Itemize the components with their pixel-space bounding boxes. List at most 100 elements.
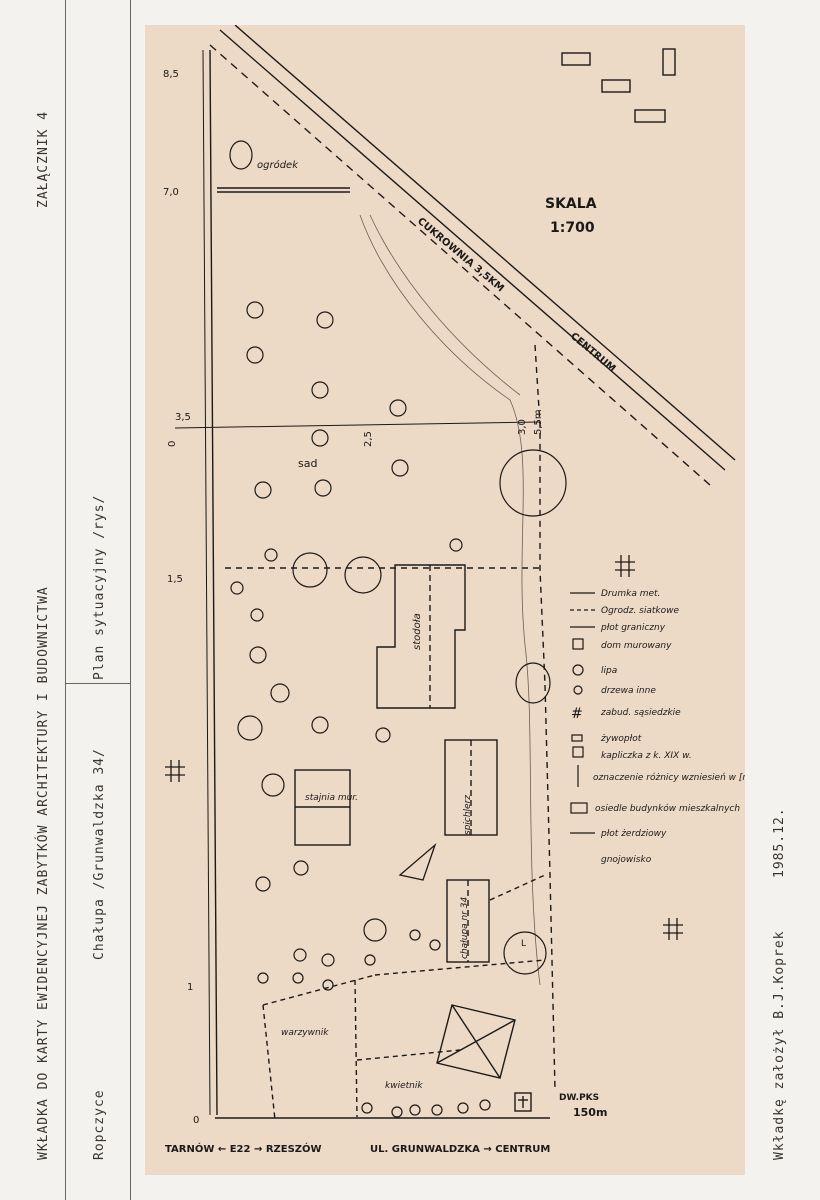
elevation-line xyxy=(174,421,541,429)
tree-icon xyxy=(237,715,263,741)
location-name: Ropczyce xyxy=(92,1089,107,1160)
site-plan: SKALA 1:700 ogródek sad stodoła spichler… xyxy=(163,24,755,1155)
object-name: Chałupa /Grunwaldzka 34/ xyxy=(92,748,107,960)
cottage-label: chałupa nr 34 xyxy=(460,896,470,959)
tree-icon xyxy=(391,459,409,477)
tree-icon xyxy=(293,860,309,876)
svg-text:3,5: 3,5 xyxy=(175,412,191,423)
mesh-fence xyxy=(262,974,376,1006)
path xyxy=(369,214,521,396)
svg-text:3,0: 3,0 xyxy=(517,419,528,435)
north-arrow-icon xyxy=(398,842,437,881)
svg-text:Drumka met.: Drumka met. xyxy=(601,589,660,599)
svg-text:Ogrodz. siatkowe: Ogrodz. siatkowe xyxy=(601,606,679,616)
orchard-label: sad xyxy=(298,457,317,470)
mesh-fence xyxy=(374,959,546,976)
lime-tree-icon xyxy=(229,140,253,170)
mesh-fence xyxy=(544,684,556,1091)
boundary-line xyxy=(202,49,211,1116)
svg-text:lipa: lipa xyxy=(601,666,617,676)
boundary-fence xyxy=(209,49,218,1116)
bottom-road-label: TARNÓW ← E22 → RZESZÓW xyxy=(165,1142,322,1155)
svg-text:7,0: 7,0 xyxy=(163,187,179,198)
path xyxy=(359,214,541,986)
mesh-fence xyxy=(354,979,358,1118)
vegetable-label: warzywnik xyxy=(281,1028,329,1038)
flower-label: kwietnik xyxy=(385,1081,423,1091)
attachment-label: ZAŁĄCZNIK 4 xyxy=(36,110,51,208)
tree-icon xyxy=(457,1102,469,1114)
lime-tree-icon xyxy=(515,662,551,704)
tree-icon xyxy=(257,972,269,984)
garden-label: ogródek xyxy=(257,159,299,171)
svg-text:dom murowany: dom murowany xyxy=(601,641,672,651)
author-date: 1985.12. xyxy=(772,807,787,878)
tree-icon xyxy=(293,948,307,962)
road-top-label: CUKROWNIA 3,5KM xyxy=(415,216,506,295)
road-line xyxy=(219,29,726,471)
lime-marker: L xyxy=(521,939,526,949)
svg-text:drzewa inne: drzewa inne xyxy=(601,686,656,696)
tree-icon xyxy=(292,972,304,984)
card-header-title: WKŁADKA DO KARTY EWIDENCYJNEJ ZABYTKÓW A… xyxy=(36,586,51,1160)
tree-icon xyxy=(449,538,463,552)
tree-icon xyxy=(321,953,335,967)
svg-text:0: 0 xyxy=(193,1115,199,1126)
lime-tree-icon xyxy=(499,449,567,517)
svg-text:1: 1 xyxy=(187,982,193,993)
tree-icon xyxy=(364,954,376,966)
trees xyxy=(229,140,567,1118)
svg-text:kapliczka z k. XIX w.: kapliczka z k. XIX w. xyxy=(601,751,692,761)
tree-icon xyxy=(311,429,329,447)
brick-house-cross xyxy=(436,1019,516,1064)
road-top-direction: CENTRUM xyxy=(568,331,617,375)
svg-text:płot graniczny: płot graniczny xyxy=(600,623,666,633)
tree-icon xyxy=(363,918,387,942)
tree-icon xyxy=(375,727,391,743)
pantry-label: spichlerz xyxy=(463,795,473,835)
svg-text:zabud. sąsiedzkie: zabud. sąsiedzkie xyxy=(600,708,681,718)
tree-icon xyxy=(250,608,264,622)
tree-icon xyxy=(409,1104,421,1116)
neighbour-block xyxy=(662,48,676,76)
tree-icon xyxy=(255,876,271,892)
tree-icon xyxy=(409,929,421,941)
barn-label: stodoła xyxy=(412,613,423,650)
tree-icon xyxy=(246,346,264,364)
svg-text:płot żerdziowy: płot żerdziowy xyxy=(600,829,667,839)
tree-icon xyxy=(316,311,334,329)
hash-icon xyxy=(165,555,683,940)
bus-distance: 150m xyxy=(573,1106,607,1119)
neighbour-block xyxy=(601,79,631,93)
svg-text:osiedle budynków mieszkalnych: osiedle budynków mieszkalnych xyxy=(595,803,740,814)
hash-icon: # xyxy=(571,706,583,722)
tree-icon xyxy=(389,399,407,417)
chapel-icon xyxy=(514,1092,532,1112)
svg-text:8,5: 8,5 xyxy=(163,69,179,80)
legend: Drumka met. Ogrodz. siatkowe płot granic… xyxy=(570,589,755,865)
svg-text:1,5: 1,5 xyxy=(167,574,183,585)
svg-text:oznaczenie różnicy wzniesień w: oznaczenie różnicy wzniesień w [m] xyxy=(593,772,745,783)
stable-label: stajnia mur. xyxy=(305,793,358,803)
mesh-fence xyxy=(262,1004,276,1121)
svg-text:gnojowisko: gnojowisko xyxy=(601,855,652,865)
column-divider xyxy=(130,0,131,1200)
svg-text:5,5m: 5,5m xyxy=(533,409,544,435)
tree-icon xyxy=(264,548,278,562)
tree-icon xyxy=(292,552,328,588)
tree-icon xyxy=(311,716,329,734)
elevation-marks: 8,5 7,0 3,5 0 2,5 3,0 5,5m 1,5 1 0 xyxy=(163,69,544,1126)
tree-icon xyxy=(391,1106,403,1118)
svg-text:2,5: 2,5 xyxy=(363,431,374,447)
scale-value: 1:700 xyxy=(550,220,595,236)
column-divider xyxy=(65,0,66,1200)
tree-icon xyxy=(311,381,329,399)
street-label: UL. GRUNWALDZKA → CENTRUM xyxy=(370,1144,550,1155)
tree-icon xyxy=(270,683,290,703)
author-note: Wkładkę założył B.J.Koprek xyxy=(772,930,787,1161)
road-line xyxy=(234,24,736,461)
tree-icon xyxy=(344,556,382,594)
tree-icon xyxy=(230,581,244,595)
lime-tree-icon xyxy=(503,931,547,975)
